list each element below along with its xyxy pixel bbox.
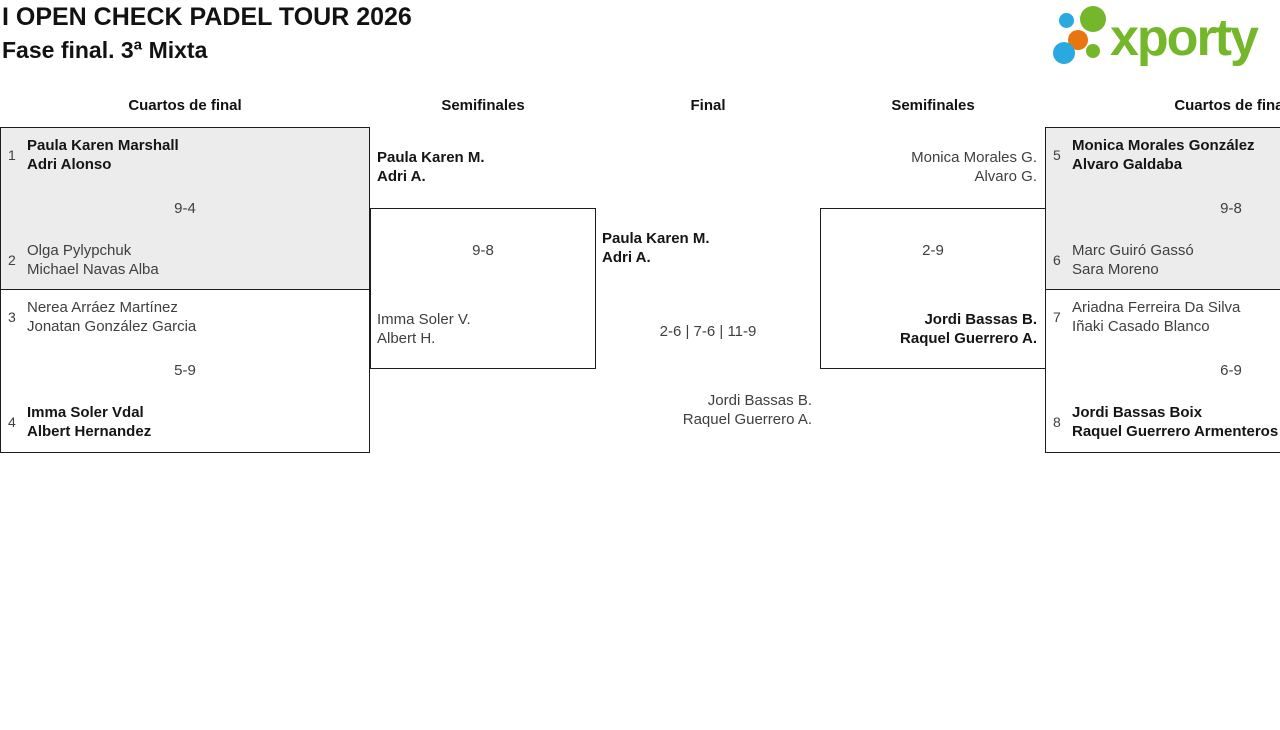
score-qf4: 6-9	[1220, 362, 1242, 379]
player-name: Paula Karen Marshall	[27, 137, 179, 154]
team-qf2-bottom[interactable]: 4 Imma Soler Vdal Albert Hernandez	[8, 403, 151, 441]
round-header-semifinals-left: Semifinales	[441, 97, 525, 114]
player-name: Paula Karen M.	[377, 149, 485, 166]
player-name: Raquel Guerrero A.	[900, 330, 1037, 347]
player-name: Imma Soler V.	[377, 311, 471, 328]
team-sf1-top[interactable]: Paula Karen M. Adri A.	[377, 148, 485, 186]
match-box-qf4[interactable]	[1045, 289, 1280, 453]
score-qf2: 5-9	[174, 362, 196, 379]
seed-number: 2	[8, 252, 16, 268]
match-box-sf1[interactable]	[370, 208, 596, 369]
logo-dot-icon	[1086, 44, 1100, 58]
seed-number: 8	[1053, 414, 1061, 430]
seed-number: 1	[8, 147, 16, 163]
team-qf1-top[interactable]: 1 Paula Karen Marshall Adri Alonso	[8, 136, 179, 174]
player-name: Marc Guiró Gassó	[1072, 242, 1194, 259]
team-final-bottom[interactable]: Jordi Bassas B. Raquel Guerrero A.	[600, 391, 812, 429]
player-name: Raquel Guerrero Armenteros	[1072, 423, 1279, 440]
team-sf2-bottom[interactable]: Jordi Bassas B. Raquel Guerrero A.	[829, 310, 1037, 348]
player-name: Jordi Bassas B.	[707, 392, 812, 409]
player-name: Alvaro G.	[974, 168, 1037, 185]
page-subtitle: Fase final. 3ª Mixta	[2, 37, 208, 63]
player-name: Nerea Arráez Martínez	[27, 299, 178, 316]
team-qf1-bottom[interactable]: 2 Olga Pylypchuk Michael Navas Alba	[8, 241, 159, 279]
match-box-qf1[interactable]	[0, 127, 370, 290]
round-header-semifinals-right: Semifinales	[891, 97, 975, 114]
player-name: Albert H.	[377, 330, 436, 347]
logo-dot-icon	[1053, 42, 1075, 64]
page-title: I OPEN CHECK PADEL TOUR 2026	[2, 3, 412, 31]
seed-number: 6	[1053, 252, 1061, 268]
xporty-logo[interactable]: xporty	[1048, 4, 1278, 70]
player-name: Imma Soler Vdal	[27, 404, 144, 421]
team-sf2-top[interactable]: Monica Morales G. Alvaro G.	[829, 148, 1037, 186]
logo-wordmark: xporty	[1110, 9, 1259, 67]
player-name: Jonatan González Garcia	[27, 318, 197, 335]
seed-number: 7	[1053, 309, 1061, 325]
player-name: Jordi Bassas Boix	[1072, 404, 1203, 421]
player-name: Olga Pylypchuk	[27, 242, 132, 259]
round-header-quarterfinals-left: Cuartos de final	[128, 97, 242, 114]
score-sf1: 9-8	[472, 242, 494, 259]
logo-dot-icon	[1080, 6, 1106, 32]
seed-number: 5	[1053, 147, 1061, 163]
player-name: Raquel Guerrero A.	[682, 411, 812, 428]
team-qf4-bottom[interactable]: 8 Jordi Bassas Boix Raquel Guerrero Arme…	[1053, 403, 1278, 441]
team-qf2-top[interactable]: 3 Nerea Arráez Martínez Jonatan González…	[8, 298, 196, 336]
logo-dot-icon	[1059, 13, 1074, 28]
player-name: Adri Alonso	[27, 156, 112, 173]
team-qf3-top[interactable]: 5 Monica Morales González Alvaro Galdaba	[1053, 136, 1255, 174]
player-name: Iñaki Casado Blanco	[1072, 318, 1210, 335]
seed-number: 4	[8, 414, 16, 430]
score-qf3: 9-8	[1220, 200, 1242, 217]
match-box-qf2[interactable]	[0, 289, 370, 453]
player-name: Jordi Bassas B.	[924, 311, 1037, 328]
round-header-final: Final	[690, 97, 726, 114]
seed-number: 3	[8, 309, 16, 325]
score-sf2: 2-9	[922, 242, 944, 259]
score-final: 2-6 | 7-6 | 11-9	[659, 323, 757, 340]
player-name: Paula Karen M.	[602, 230, 710, 247]
player-name: Alvaro Galdaba	[1072, 156, 1183, 173]
team-qf4-top[interactable]: 7 Ariadna Ferreira Da Silva Iñaki Casado…	[1053, 298, 1240, 336]
round-header-quarterfinals-right: Cuartos de final	[1174, 97, 1280, 114]
team-sf1-bottom[interactable]: Imma Soler V. Albert H.	[377, 310, 471, 348]
player-name: Albert Hernandez	[27, 423, 152, 440]
player-name: Adri A.	[602, 249, 651, 266]
team-qf3-bottom[interactable]: 6 Marc Guiró Gassó Sara Moreno	[1053, 241, 1194, 279]
player-name: Ariadna Ferreira Da Silva	[1072, 299, 1241, 316]
team-final-top[interactable]: Paula Karen M. Adri A.	[602, 229, 710, 267]
player-name: Adri A.	[377, 168, 426, 185]
score-qf1: 9-4	[174, 200, 196, 217]
player-name: Michael Navas Alba	[27, 261, 159, 278]
player-name: Monica Morales González	[1072, 137, 1255, 154]
logo-dot-icon	[1068, 30, 1088, 50]
player-name: Sara Moreno	[1072, 261, 1159, 278]
player-name: Monica Morales G.	[911, 149, 1037, 166]
